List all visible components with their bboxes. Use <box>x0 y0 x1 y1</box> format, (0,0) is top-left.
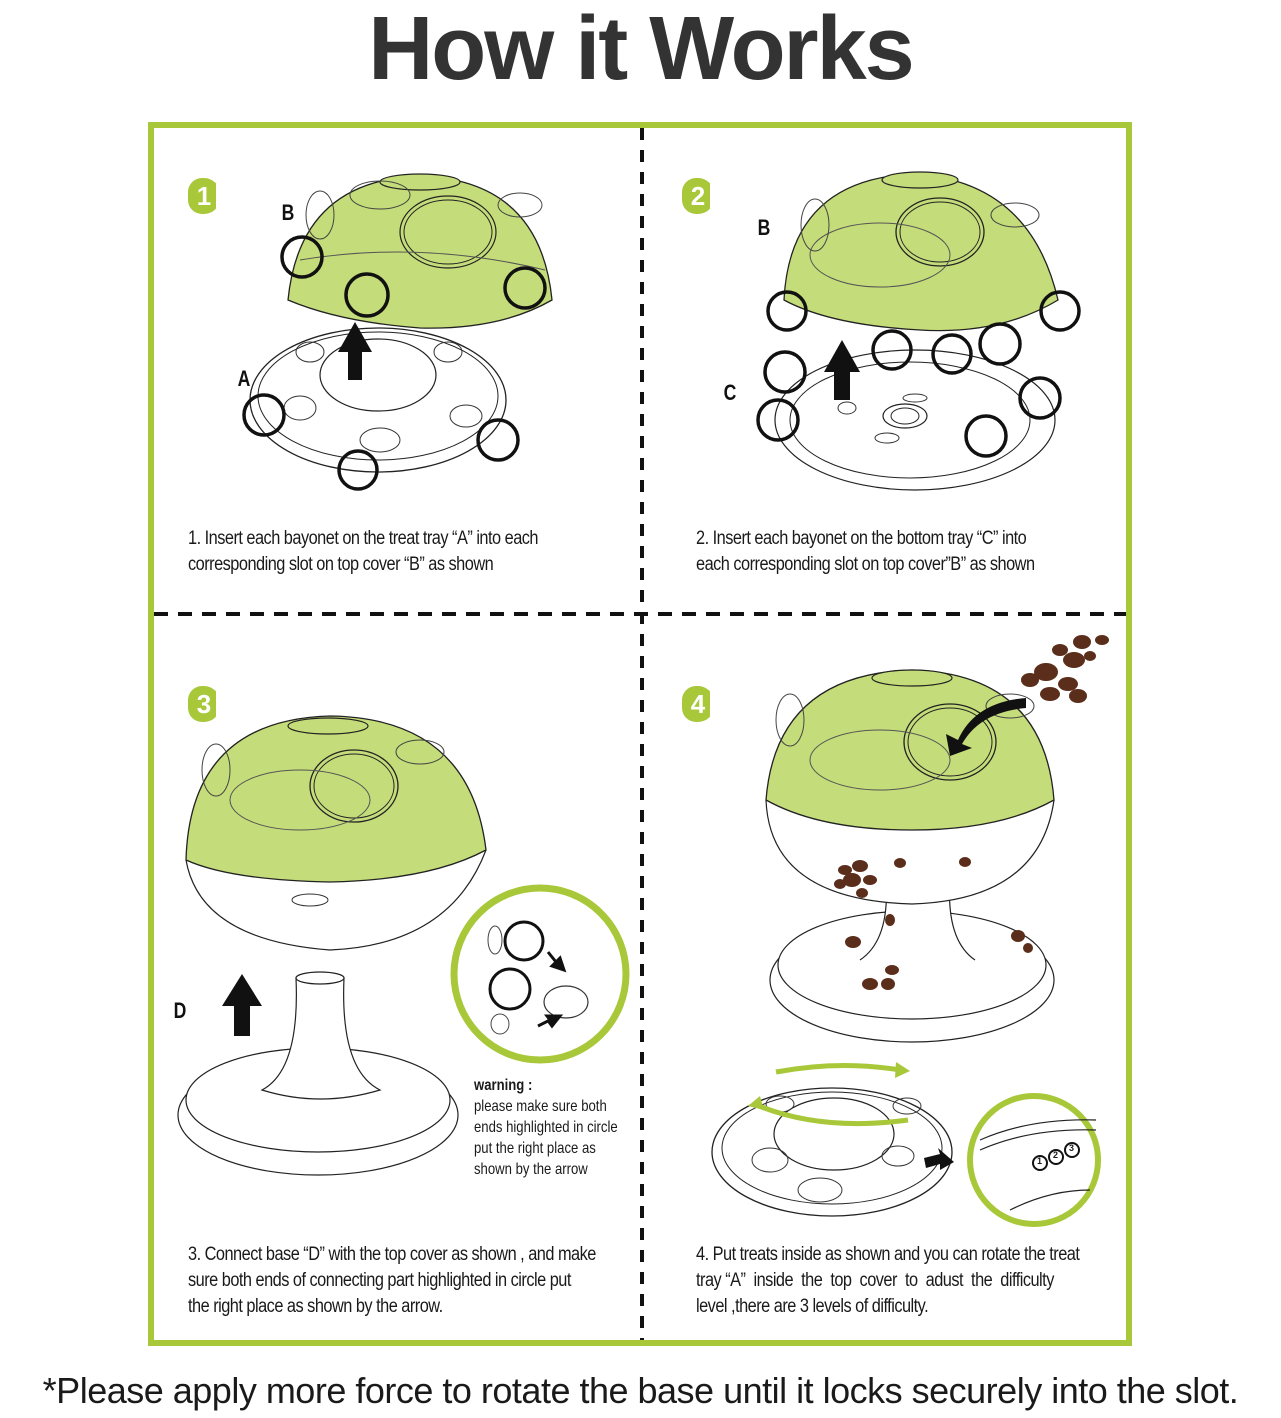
difficulty-level-1: 1 <box>1037 1156 1043 1166</box>
caption-line: the right place as shown by the arrow. <box>188 1296 443 1317</box>
caption-line: corresponding slot on top cover “B” as s… <box>188 554 494 575</box>
difficulty-level-2: 2 <box>1053 1150 1059 1160</box>
step-2-caption: 2. Insert each bayonet on the bottom tra… <box>696 526 1083 578</box>
caption-line: 1. Insert each bayonet on the treat tray… <box>188 528 539 549</box>
step-number-badge: 2 <box>682 178 716 214</box>
vertical-dashed-divider <box>640 128 644 1340</box>
caption-line: 2. Insert each bayonet on the bottom tra… <box>696 528 1027 549</box>
caption-line: tray “A” inside the top cover to adust t… <box>696 1270 1054 1291</box>
warning-note: warning : please make sure both ends hig… <box>474 1075 638 1180</box>
part-label-c: C <box>723 380 737 405</box>
part-label-b: B <box>757 215 771 240</box>
caption-line: each corresponding slot on top cover”B” … <box>696 554 1035 575</box>
caption-line: sure both ends of connecting part highli… <box>188 1270 571 1291</box>
step-number-badge: 4 <box>682 686 716 722</box>
part-label-d: D <box>173 998 187 1023</box>
difficulty-level-3: 3 <box>1069 1143 1075 1153</box>
footer-note: *Please apply more force to rotate the b… <box>42 1370 1239 1411</box>
warning-line: shown by the arrow <box>474 1161 588 1178</box>
step-3-caption: 3. Connect base “D” with the top cover a… <box>188 1242 618 1320</box>
step-3-illustration <box>177 715 630 1176</box>
part-label-b: B <box>281 200 295 225</box>
horizontal-dashed-divider <box>154 612 1126 616</box>
step-4-illustration <box>711 635 1109 1227</box>
step-number-badge: 3 <box>188 686 222 722</box>
warning-line: ends highlighted in circle <box>474 1119 618 1136</box>
step-2-illustration <box>756 171 1081 491</box>
part-label-a: A <box>237 366 251 391</box>
warning-heading: warning : <box>474 1077 533 1094</box>
step-1-illustration <box>242 173 553 491</box>
page-title: How it Works <box>368 0 914 99</box>
caption-line: level ,there are 3 levels of difficulty. <box>696 1296 929 1317</box>
step-number-badge: 1 <box>188 178 222 214</box>
step-4-caption: 4. Put treats inside as shown and you ca… <box>696 1242 1100 1320</box>
step-1-caption: 1. Insert each bayonet on the treat tray… <box>188 526 609 578</box>
warning-line: please make sure both <box>474 1098 607 1115</box>
caption-line: 4. Put treats inside as shown and you ca… <box>696 1244 1080 1265</box>
warning-line: put the right place as <box>474 1140 596 1157</box>
caption-line: 3. Connect base “D” with the top cover a… <box>188 1244 596 1265</box>
